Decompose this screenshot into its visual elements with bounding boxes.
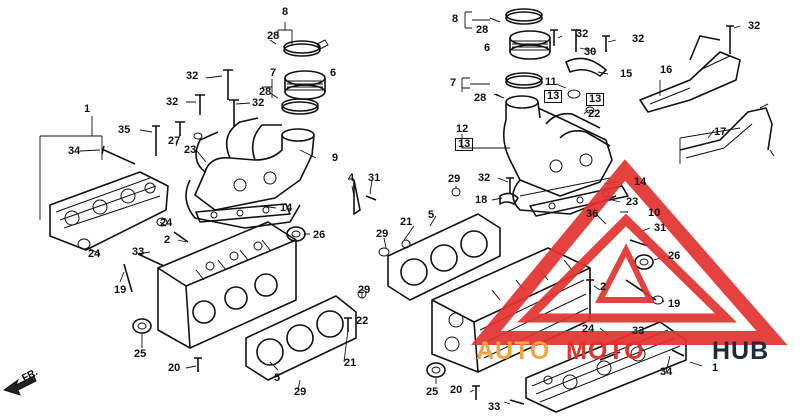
- callout-2-right: 2: [600, 281, 607, 293]
- callout-21-left: 21: [344, 357, 357, 369]
- callout-20-right: 20: [450, 384, 463, 396]
- callout-24-left-a: 24: [160, 217, 173, 229]
- callout-26-left: 26: [313, 229, 326, 241]
- callout-1-right: 1: [712, 362, 719, 374]
- left-head-gasket: [245, 295, 357, 381]
- callout-29-right-a: 29: [448, 173, 461, 185]
- callout-24-right: 24: [582, 323, 595, 335]
- callout-14-left: 14: [280, 202, 293, 214]
- callout-2-left: 2: [164, 234, 171, 246]
- callout-29-left-b: 29: [294, 386, 307, 398]
- right-intake-manifold: [502, 95, 629, 217]
- callout-32-right-c: 32: [748, 20, 761, 32]
- right-clamp-stack: [489, 8, 551, 99]
- callout-32-right-d: 32: [478, 172, 491, 184]
- callout-28-right-a: 28: [476, 24, 489, 36]
- callout-34-left: 34: [68, 145, 81, 157]
- callout-32-right-a: 32: [576, 28, 589, 40]
- callout-28-left-b: 28: [259, 86, 272, 98]
- callout-33-left: 33: [132, 246, 145, 258]
- callout-27-left: 27: [168, 135, 181, 147]
- callout-5-right: 5: [428, 209, 435, 221]
- callout-14-right: 14: [634, 176, 647, 188]
- callout-12-right: 12: [456, 123, 469, 135]
- callout-29-right-b: 29: [376, 228, 389, 240]
- callout-30-right: 30: [584, 46, 597, 58]
- left-leaders: [79, 75, 373, 391]
- left-intake-manifold: [185, 117, 315, 229]
- callout-19-right: 19: [668, 298, 681, 310]
- callout-6-left: 6: [330, 67, 337, 79]
- callout-8-right: 8: [452, 13, 459, 25]
- callout-1-left: 1: [84, 103, 91, 115]
- callout-33-right-b: 33: [488, 401, 501, 413]
- callout-19-left: 19: [114, 284, 127, 296]
- watermark-text-hub: HUB: [712, 337, 770, 365]
- callout-6-right: 6: [484, 42, 491, 54]
- callout-32-left-c: 32: [252, 97, 265, 109]
- callout-31-left: 31: [368, 172, 381, 184]
- left-cam-housing: [49, 171, 169, 251]
- callout-32-left-b: 32: [166, 96, 179, 108]
- callout-5-left: 5: [274, 372, 281, 384]
- callout-16-right: 16: [660, 64, 673, 76]
- callout-28-right-b: 28: [474, 92, 487, 104]
- callout-15-right: 15: [620, 68, 633, 80]
- callout-22-right: 22: [588, 108, 601, 120]
- left-bracket-lines: [39, 22, 293, 220]
- callout-26-right: 26: [668, 250, 681, 262]
- callout-23-right: 23: [626, 196, 639, 208]
- callout-23-left: 23: [184, 144, 197, 156]
- callout-25-left: 25: [134, 348, 147, 360]
- callout-33-right-a: 33: [632, 325, 645, 337]
- callout-11-right: 11: [545, 76, 557, 88]
- fr-arrow: [2, 375, 37, 396]
- callout-7-left: 7: [270, 67, 277, 79]
- callout-20-left: 20: [168, 362, 181, 374]
- callout-35-left: 35: [118, 124, 131, 136]
- callout-22-left: 22: [356, 315, 369, 327]
- watermark-text-auto: AUTO: [476, 337, 551, 365]
- right-head-gasket: [387, 213, 501, 301]
- callout-13-right-a: 13: [544, 90, 563, 103]
- callout-36-right: 36: [586, 208, 599, 220]
- left-cylinder-head: [157, 221, 297, 349]
- watermark-logo-graphic: [471, 159, 788, 345]
- callout-21-right: 21: [400, 216, 413, 228]
- callout-34-right: 34: [660, 366, 673, 378]
- left-clamp-stack: [269, 39, 329, 115]
- callout-13-right-c: 13: [455, 138, 474, 151]
- watermark-text-moto: MOTO: [566, 337, 645, 365]
- callout-10-right: 10: [648, 207, 661, 219]
- callout-8-left: 8: [282, 6, 289, 18]
- callout-32-right-b: 32: [632, 33, 645, 45]
- callout-18-right: 18: [475, 194, 488, 206]
- callout-13-right-b: 13: [586, 93, 605, 106]
- right-small-parts: [378, 25, 734, 405]
- callout-17-right: 17: [714, 126, 727, 138]
- callout-9-left: 9: [332, 152, 339, 164]
- callout-29-left-a: 29: [358, 284, 371, 296]
- callout-28-left-a: 28: [267, 30, 280, 42]
- callout-4-left: 4: [348, 172, 355, 184]
- callout-7-right: 7: [450, 77, 457, 89]
- callout-25-right: 25: [426, 386, 439, 398]
- left-bolts: [77, 69, 377, 372]
- callout-31-right: 31: [654, 222, 667, 234]
- callout-24-left-b: 24: [88, 248, 101, 260]
- right-harness: [639, 35, 775, 159]
- callout-32-left-a: 32: [186, 70, 199, 82]
